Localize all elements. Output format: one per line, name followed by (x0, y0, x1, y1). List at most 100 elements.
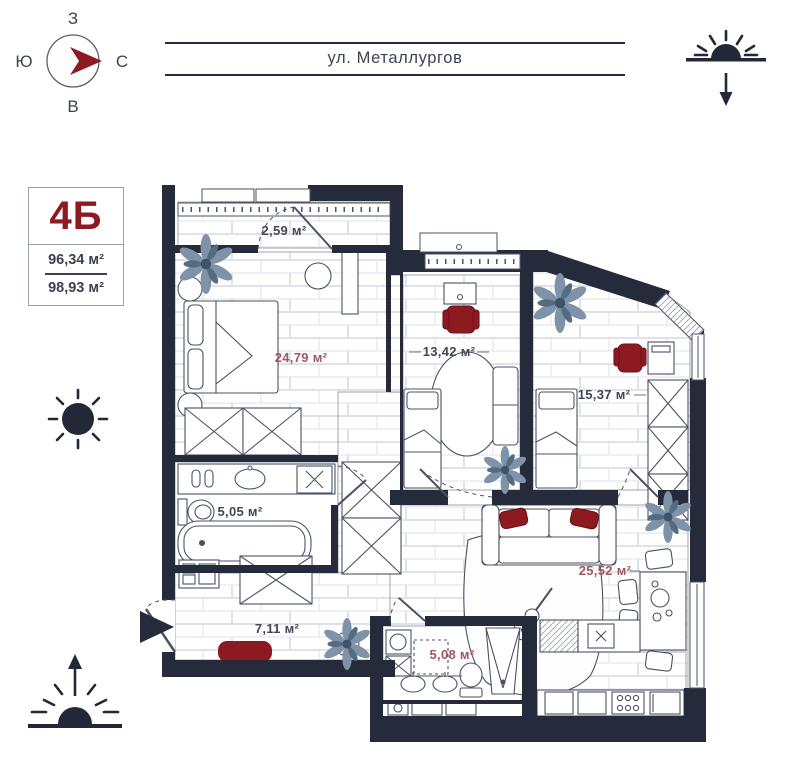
soap-holder (191, 469, 201, 488)
windows (177, 188, 705, 689)
sink-cross (595, 630, 607, 642)
compass-south-label: Ю (15, 52, 32, 71)
chair (304, 262, 332, 290)
doors (140, 206, 659, 653)
desk (443, 282, 477, 305)
chair (644, 650, 674, 672)
area-label-living: 25,52 м² (579, 563, 632, 578)
street-line-bottom (165, 74, 625, 76)
desk-chair-red (442, 305, 480, 334)
room-labels: 2,59 м² 24,79 м² 13,42 м² 15,37 м² 5,05 … (218, 223, 632, 662)
corridor-wardrobes (341, 461, 402, 575)
bedroom-furniture (177, 251, 359, 456)
wardrobe-cross (341, 461, 402, 519)
toilet-bowl (194, 504, 212, 520)
wardrobe-cross (239, 555, 313, 605)
wall-diagonal (540, 250, 670, 309)
sofa-armrest (598, 504, 617, 566)
blanket (215, 301, 253, 393)
red-pillow (499, 507, 529, 530)
children-room-door (419, 468, 493, 498)
desk (341, 251, 359, 315)
children-room-furniture (403, 282, 519, 489)
pillow (538, 391, 575, 410)
pillow (187, 304, 204, 346)
unit-badge: 4Б 96,34 м² 98,93 м² (28, 187, 124, 306)
wall-right (690, 378, 706, 582)
sofa-armrest (481, 504, 500, 566)
ac-detail (456, 244, 462, 250)
sink (432, 675, 458, 693)
compass-north-label: С (116, 52, 128, 71)
shower-room-fixtures (385, 627, 521, 716)
bathroom-door (337, 465, 367, 506)
washing-machine-cross (305, 470, 324, 489)
street-label-block: ул. Металлургов (165, 42, 625, 76)
pillow (187, 348, 204, 390)
drain (198, 539, 206, 547)
area-label-bedroom: 24,79 м² (275, 350, 328, 365)
pillow (406, 391, 439, 410)
appliance-slot (413, 639, 449, 675)
shower-room-door (389, 597, 426, 622)
desk-detail (651, 345, 671, 353)
area-label-children-room: 13,42 м² (423, 344, 476, 359)
plate (665, 609, 673, 617)
street-line-top (165, 42, 625, 44)
unit-area-living: 96,34 м² (48, 252, 104, 268)
drain (500, 679, 506, 685)
dining-table (639, 571, 687, 651)
wardrobe-cross (242, 407, 302, 456)
soap-holder (204, 469, 214, 488)
single-bed (403, 388, 442, 489)
wall-shower-kitchen (522, 616, 537, 716)
toilet-tank (459, 687, 483, 698)
bathroom-fixtures (177, 463, 336, 567)
wall-bottom (370, 716, 706, 742)
window-sash (201, 188, 255, 203)
furniture (177, 251, 689, 717)
shelf-box (182, 574, 196, 585)
desk-chair-red (613, 343, 647, 373)
shower-tray (485, 627, 521, 689)
wardrobe-cross (647, 426, 689, 475)
double-bed (183, 300, 279, 394)
single-bed (535, 388, 578, 489)
kitchen-furniture (536, 619, 685, 717)
wall-children-left (400, 275, 403, 490)
ac-unit (419, 232, 498, 253)
washer-drum (389, 633, 407, 651)
plate (651, 580, 659, 588)
wall-top-divider (390, 185, 403, 275)
hallway-furniture (178, 555, 313, 662)
wardrobe-cross (341, 517, 402, 575)
tap (247, 465, 253, 471)
washer-drum (393, 703, 403, 713)
sunrise-icon (28, 654, 122, 728)
toilet-tank (177, 498, 188, 526)
wall-living-top (390, 490, 448, 505)
blanket (535, 431, 578, 455)
unit-code: 4Б (29, 188, 123, 245)
area-label-bedroom-2: 15,37 м² (578, 387, 631, 402)
sink (400, 675, 426, 693)
wardrobe-cross (647, 379, 689, 428)
doormat (218, 641, 272, 662)
compass-east-label: В (67, 97, 78, 116)
stove (611, 691, 645, 715)
area-label-shower-room: 5,08 м² (430, 647, 475, 662)
window-center (424, 253, 521, 270)
fridge (649, 691, 681, 715)
wardrobe-cross (184, 407, 244, 456)
area-label-hallway: 7,11 м² (255, 621, 300, 636)
cabinet (445, 702, 477, 716)
wall-shower-bottom (383, 700, 522, 704)
sunset-icon (686, 29, 766, 106)
wall-hall-bottom (162, 660, 395, 677)
bedroom-2-door (617, 468, 659, 498)
window-cap (690, 578, 704, 584)
sun-icon (47, 388, 109, 450)
vent-shaft (539, 619, 579, 653)
desk-detail (456, 293, 464, 301)
